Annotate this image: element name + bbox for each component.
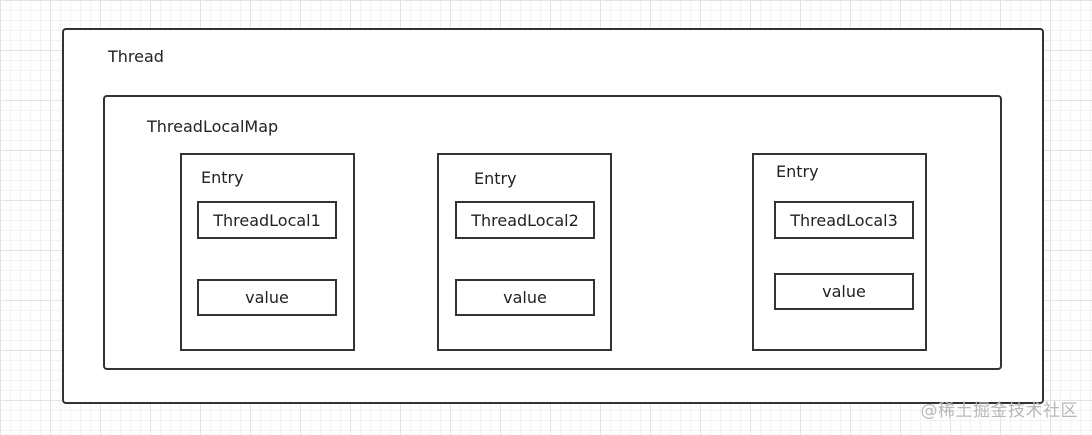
entry-value-1: value bbox=[197, 279, 337, 316]
entry-label-1: Entry bbox=[201, 168, 244, 187]
entry-label-2: Entry bbox=[474, 169, 517, 188]
threadlocalmap-label: ThreadLocalMap bbox=[147, 117, 279, 136]
thread-label: Thread bbox=[108, 47, 164, 66]
entry-key-3: ThreadLocal3 bbox=[774, 201, 914, 239]
entry-label-3: Entry bbox=[776, 162, 819, 181]
entry-box-2 bbox=[437, 153, 612, 351]
entry-value-2: value bbox=[455, 279, 595, 316]
entry-value-3: value bbox=[774, 273, 914, 310]
watermark-text: @稀土掘金技术社区 bbox=[920, 401, 1078, 421]
entry-box-1 bbox=[180, 153, 355, 351]
entry-box-3 bbox=[752, 153, 927, 351]
entry-key-1: ThreadLocal1 bbox=[197, 201, 337, 239]
entry-key-2: ThreadLocal2 bbox=[455, 201, 595, 239]
